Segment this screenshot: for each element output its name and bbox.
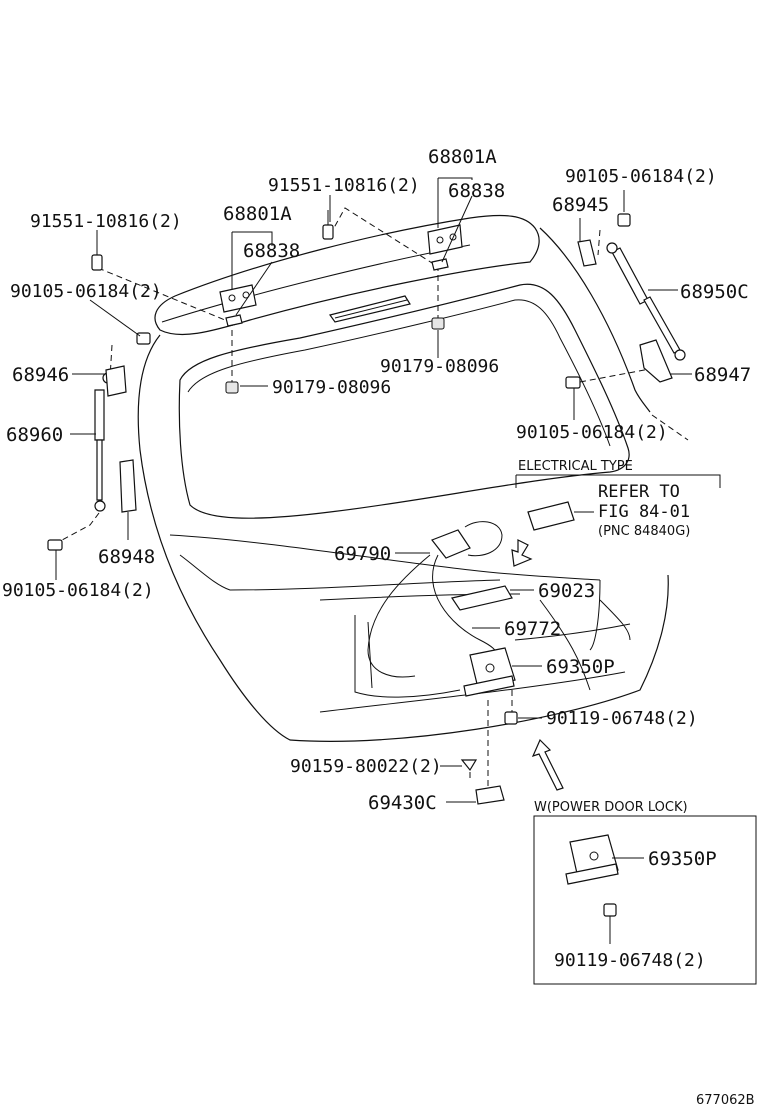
- striker-69430C: [475, 785, 505, 805]
- bolt-90105-bottomleft: [47, 539, 63, 551]
- screw-90159: [460, 759, 478, 772]
- label-91551-top: 91551-10816(2): [268, 175, 420, 196]
- bracket-68946: [105, 365, 127, 397]
- label-68950C: 68950C: [680, 281, 749, 303]
- arrow-down: [511, 539, 533, 567]
- power-door-lock-box: [533, 815, 757, 985]
- nut-90179-right: [431, 317, 445, 330]
- label-69772: 69772: [504, 618, 561, 640]
- figure-code: 677062B: [696, 1093, 755, 1108]
- arrow-up: [531, 738, 564, 791]
- hinge-left: [219, 284, 257, 327]
- bracket-68947: [639, 339, 673, 383]
- label-90179-left: 90179-08096: [272, 377, 391, 398]
- label-90105-topleft: 90105-06184(2): [10, 281, 162, 302]
- label-90119: 90119-06748(2): [546, 708, 698, 729]
- bolt-90105-topright: [617, 213, 631, 227]
- switch-electrical: [527, 501, 575, 531]
- label-69350P: 69350P: [546, 656, 615, 678]
- label-90159: 90159-80022(2): [290, 756, 442, 777]
- label-68801A-top: 68801A: [428, 146, 497, 168]
- cable-69772: [367, 554, 431, 678]
- label-90105-bottomleft: 90105-06184(2): [2, 580, 154, 601]
- part-69790: [431, 529, 471, 559]
- label-91551-left: 91551-10816(2): [30, 211, 182, 232]
- label-68947: 68947: [694, 364, 751, 386]
- hinge-top: [427, 224, 463, 271]
- label-69790: 69790: [334, 543, 391, 565]
- label-68948: 68948: [98, 546, 155, 568]
- label-68838-top: 68838: [448, 180, 505, 202]
- bolt-90119: [504, 711, 518, 725]
- label-68838-left: 68838: [243, 240, 300, 262]
- power-lock-label-90119: 90119-06748(2): [554, 950, 706, 971]
- label-68801A-left: 68801A: [223, 203, 292, 225]
- stay-68960: [94, 372, 114, 512]
- electrical-type-title: ELECTRICAL TYPE: [518, 459, 633, 474]
- bolt-90105-topleft: [136, 332, 151, 345]
- bolt-90105-right: [565, 376, 581, 389]
- parts: [47, 210, 686, 805]
- lock-69350P: [463, 647, 516, 697]
- label-68960: 68960: [6, 424, 63, 446]
- switch-69023: [451, 585, 513, 611]
- power-lock-label-69350P: 69350P: [648, 848, 717, 870]
- label-leaders: [55, 177, 692, 803]
- label-68946: 68946: [12, 364, 69, 386]
- nut-90179-left: [225, 381, 239, 394]
- electrical-type-box: [515, 474, 721, 513]
- bolt-91551-top: [322, 210, 334, 240]
- bolt-91551-left: [91, 240, 103, 271]
- refer-line-3: (PNC 84840G): [598, 524, 690, 539]
- part-labels: 91551-10816(2) 90105-06184(2) 68801A 688…: [2, 146, 755, 1108]
- power-lock-title: W(POWER DOOR LOCK): [534, 800, 688, 815]
- stay-68950C: [606, 242, 686, 361]
- label-90105-topright: 90105-06184(2): [565, 166, 717, 187]
- label-90179-right: 90179-08096: [380, 356, 499, 377]
- bracket-68948: [119, 459, 137, 513]
- label-90105-right: 90105-06184(2): [516, 422, 668, 443]
- refer-line-1: REFER TO: [598, 482, 680, 502]
- label-69023: 69023: [538, 580, 595, 602]
- part-68945: [577, 239, 597, 267]
- refer-line-2: FIG 84-01: [598, 502, 690, 522]
- label-68945: 68945: [552, 194, 609, 216]
- label-69430C: 69430C: [368, 792, 437, 814]
